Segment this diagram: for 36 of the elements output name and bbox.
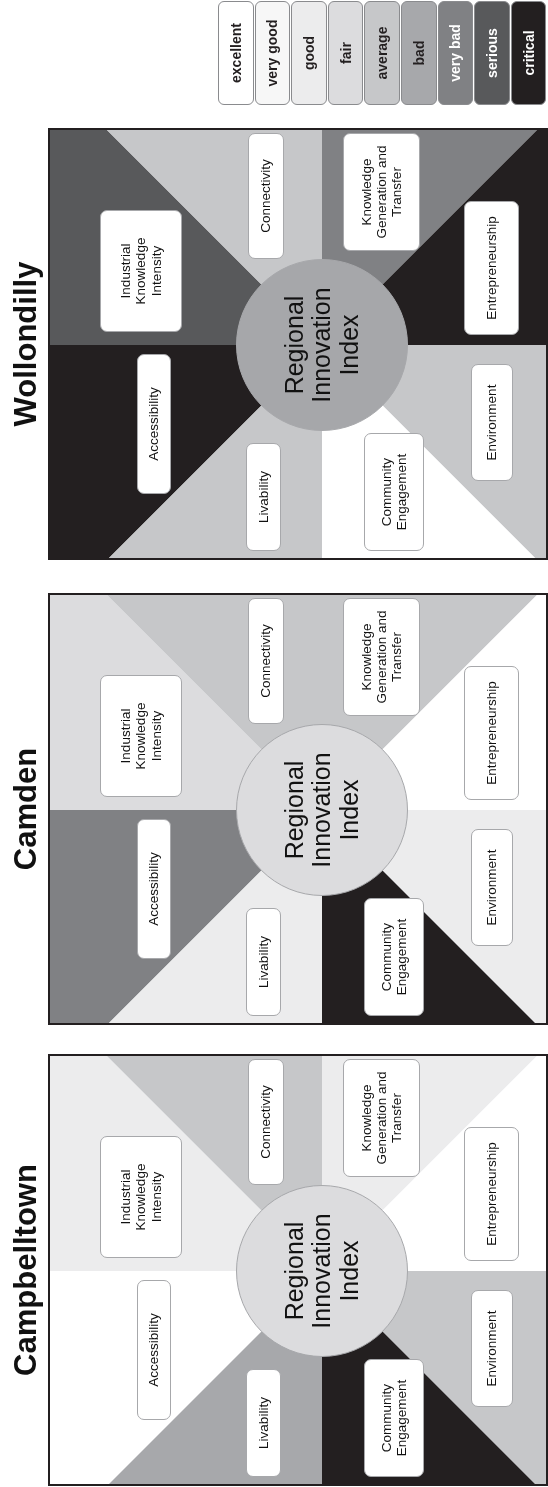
indicator-label: Accessibility	[137, 819, 171, 959]
indicator-label: Entrepreneurship	[464, 1127, 519, 1261]
legend-label: good	[301, 35, 317, 71]
indicator-label: Environment	[471, 1290, 513, 1407]
indicator-label: Knowledge Generation and Transfer	[343, 1059, 420, 1177]
indicator-label: Accessibility	[137, 1280, 171, 1420]
indicator-label: Accessibility	[137, 354, 171, 494]
indicator-label: Connectivity	[248, 598, 284, 724]
indicator-label: Community Engagement	[364, 1359, 424, 1477]
indicator-label: Environment	[471, 829, 513, 946]
legend-label: very good	[264, 19, 281, 87]
indicator-label: Knowledge Generation and Transfer	[343, 598, 420, 716]
indicator-label: Industrial Knowledge Intensity	[100, 1136, 182, 1258]
indicator-label: Entrepreneurship	[464, 666, 519, 800]
legend-label: bad	[410, 40, 427, 66]
indicator-label: Connectivity	[248, 1059, 284, 1185]
indicator-label: Industrial Knowledge Intensity	[100, 675, 182, 797]
indicator-label: Livability	[246, 443, 281, 551]
panel-title: Campbelltown	[8, 1163, 44, 1378]
legend-label: very bad	[447, 24, 464, 82]
indicator-label: Entrepreneurship	[464, 201, 519, 335]
legend-label: average	[374, 26, 391, 80]
indicator-label: Community Engagement	[364, 433, 424, 551]
indicator-label: Connectivity	[248, 133, 284, 259]
legend-label: critical	[520, 30, 537, 76]
indicator-label: Livability	[246, 908, 281, 1016]
indicator-label: Industrial Knowledge Intensity	[100, 210, 182, 332]
indicator-label: Knowledge Generation and Transfer	[343, 133, 420, 251]
indicator-label: Community Engagement	[364, 898, 424, 1016]
indicator-label: Livability	[246, 1369, 281, 1477]
panel-title: Wollondilly	[8, 260, 44, 429]
legend-label: serious	[484, 28, 500, 78]
indicator-label: Environment	[471, 364, 513, 481]
legend-label: excellent	[227, 23, 244, 83]
panel-title: Camden	[8, 746, 44, 873]
legend-label: fair	[337, 42, 354, 64]
